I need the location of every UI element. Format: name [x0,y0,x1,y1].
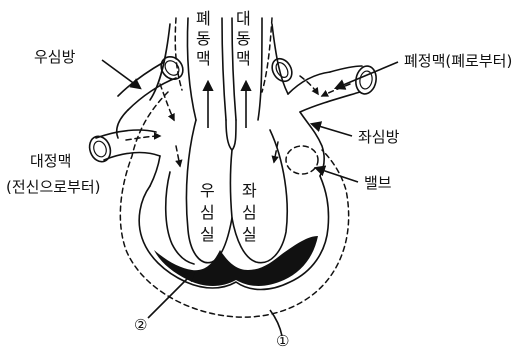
superior-vena-cava [118,52,187,110]
label-vena-cava-line1: 대정맥 [30,152,71,170]
flow-arrows [126,76,350,166]
label-pulmonary-vein: 폐정맥(폐로부터) [404,52,512,70]
label-left-ventricle-3: 실 [242,225,257,244]
label-valve: 밸브 [364,174,392,192]
left-atrium-outline [300,112,324,176]
label-left-ventricle-2: 심 [242,203,257,222]
label-vena-cava-line2: (전신으로부터) [6,178,101,196]
right-atrium-outline [117,110,160,186]
label-right-ventricle-3: 실 [200,225,215,244]
label-pulmonary-artery-1: 폐 [196,9,211,28]
label-right-ventricle-2: 심 [200,203,215,222]
label-right-ventricle-1: 우 [200,181,215,200]
pulmonary-vein-upper [268,55,378,112]
label-left-ventricle-1: 좌 [242,181,257,200]
label-pulmonary-artery-3: 맥 [196,49,211,68]
label-aorta-1: 대 [236,9,251,28]
label-right-atrium-outer: 우심방 [34,48,76,66]
label-aorta-2: 동 [236,29,251,48]
label-marker-1: ① [276,332,289,350]
label-aorta-3: 맥 [236,49,251,68]
label-marker-2: ② [134,316,147,334]
label-pulmonary-artery-2: 동 [196,29,211,48]
ventricles [139,120,328,290]
vena-cava-vessel [86,130,160,165]
label-left-atrium: 좌심방 [358,128,400,146]
aorta-dashed-outline [262,18,272,92]
valve-dashed-circle [286,146,318,174]
